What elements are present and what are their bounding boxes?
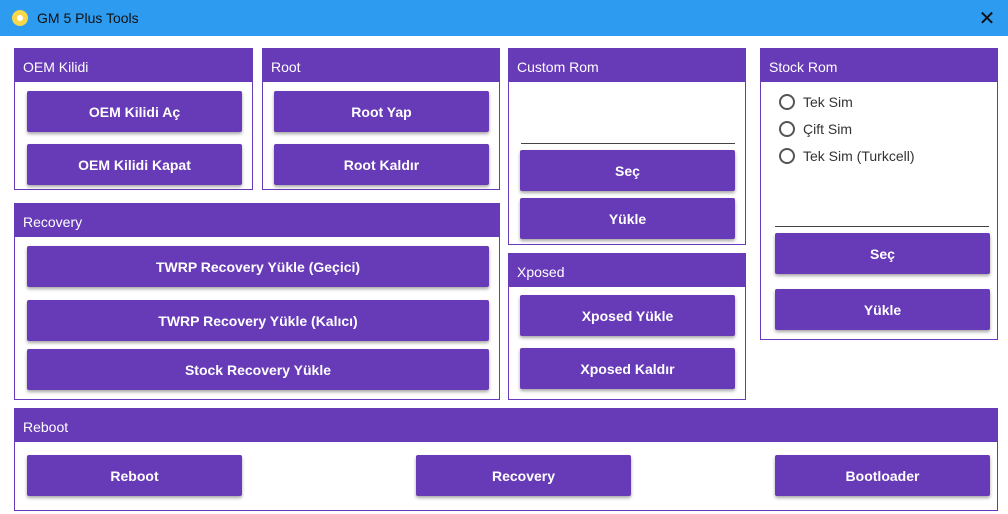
reboot-button[interactable]: Reboot xyxy=(27,455,242,496)
twrp-temporary-button[interactable]: TWRP Recovery Yükle (Geçici) xyxy=(27,246,489,287)
root-panel-title: Root xyxy=(263,49,499,82)
xposed-install-button[interactable]: Xposed Yükle xyxy=(520,295,735,336)
root-button[interactable]: Root Yap xyxy=(274,91,489,132)
radio-label: Tek Sim (Turkcell) xyxy=(803,148,915,164)
twrp-permanent-button[interactable]: TWRP Recovery Yükle (Kalıcı) xyxy=(27,300,489,341)
stock-rom-option-single-sim-turkcell[interactable]: Tek Sim (Turkcell) xyxy=(779,148,915,164)
xposed-remove-button[interactable]: Xposed Kaldır xyxy=(520,348,735,389)
custom-rom-panel: Custom Rom Seç Yükle xyxy=(508,48,746,245)
radio-circle-icon xyxy=(779,148,795,164)
recovery-panel: Recovery TWRP Recovery Yükle (Geçici) TW… xyxy=(14,203,500,400)
close-icon: ✕ xyxy=(978,7,996,30)
custom-rom-panel-title: Custom Rom xyxy=(509,49,745,82)
radio-label: Çift Sim xyxy=(803,121,852,137)
reboot-bootloader-button[interactable]: Bootloader xyxy=(775,455,990,496)
stock-rom-panel: Stock Rom Tek Sim Çift Sim Tek Sim (Turk… xyxy=(760,48,998,340)
reboot-panel-title: Reboot xyxy=(15,409,997,442)
radio-circle-icon xyxy=(779,94,795,110)
stock-rom-option-single-sim[interactable]: Tek Sim xyxy=(779,94,853,110)
radio-circle-icon xyxy=(779,121,795,137)
recovery-panel-title: Recovery xyxy=(15,204,499,237)
stock-recovery-button[interactable]: Stock Recovery Yükle xyxy=(27,349,489,390)
oem-lock-button[interactable]: OEM Kilidi Kapat xyxy=(27,144,242,185)
window-title: GM 5 Plus Tools xyxy=(37,10,139,26)
custom-rom-install-button[interactable]: Yükle xyxy=(520,198,735,239)
xposed-panel: Xposed Xposed Yükle Xposed Kaldır xyxy=(508,253,746,400)
reboot-panel: Reboot Reboot Recovery Bootloader xyxy=(14,408,998,511)
stock-rom-panel-title: Stock Rom xyxy=(761,49,997,82)
custom-rom-select-button[interactable]: Seç xyxy=(520,150,735,191)
radio-label: Tek Sim xyxy=(803,94,853,110)
root-panel: Root Root Yap Root Kaldır xyxy=(262,48,500,190)
stock-rom-file-field[interactable] xyxy=(775,226,989,227)
close-button[interactable]: ✕ xyxy=(966,0,1008,36)
reboot-recovery-button[interactable]: Recovery xyxy=(416,455,631,496)
stock-rom-install-button[interactable]: Yükle xyxy=(775,289,990,330)
unroot-button[interactable]: Root Kaldır xyxy=(274,144,489,185)
custom-rom-file-field[interactable] xyxy=(521,143,735,144)
stock-rom-select-button[interactable]: Seç xyxy=(775,233,990,274)
xposed-panel-title: Xposed xyxy=(509,254,745,287)
stock-rom-option-dual-sim[interactable]: Çift Sim xyxy=(779,121,852,137)
title-bar: GM 5 Plus Tools ✕ xyxy=(0,0,1008,36)
oem-panel: OEM Kilidi OEM Kilidi Aç OEM Kilidi Kapa… xyxy=(14,48,253,190)
oem-unlock-button[interactable]: OEM Kilidi Aç xyxy=(27,91,242,132)
oem-panel-title: OEM Kilidi xyxy=(15,49,252,82)
app-icon xyxy=(12,10,28,26)
